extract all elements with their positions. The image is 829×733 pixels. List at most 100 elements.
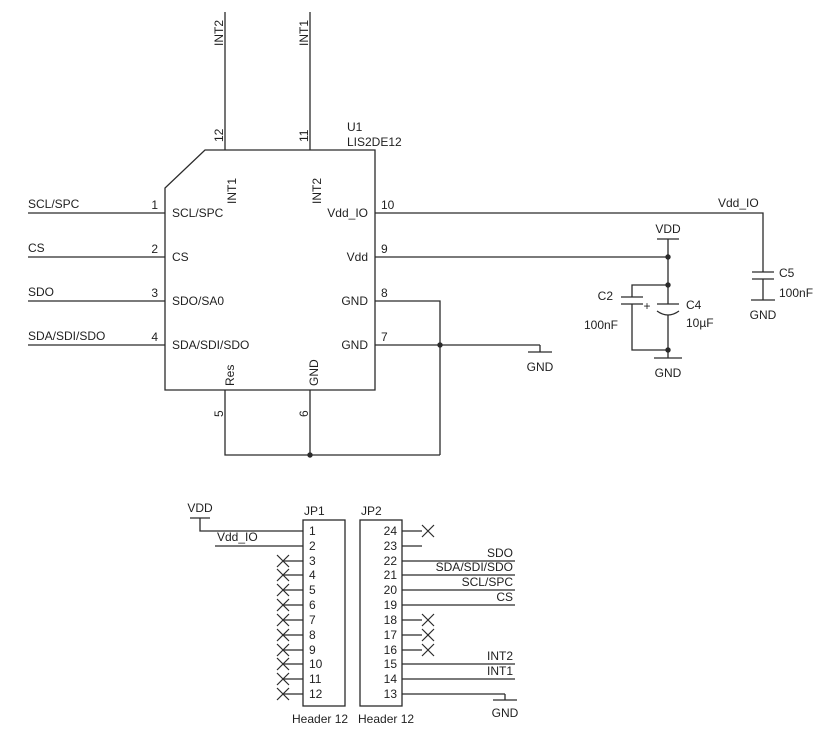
net-label-int1-top: INT1 (297, 20, 311, 46)
c2-plates (621, 296, 643, 305)
capacitor-c4: + C4 10µF (643, 298, 713, 330)
jp1-refdes: JP1 (304, 504, 325, 518)
gnd-label: GND (527, 360, 554, 374)
jp2-pin-17: 17 (384, 628, 398, 642)
pin-name-gnd6: GND (307, 359, 321, 386)
vdd-label: VDD (655, 222, 681, 236)
net-label-vddio-right: Vdd_IO (718, 196, 759, 210)
junction-dot (437, 342, 443, 348)
left-net-labels: SCL/SPC CS SDO SDA/SDI/SDO (28, 197, 105, 343)
jp2-pin-13: 13 (384, 687, 398, 701)
junction-dot (307, 452, 313, 458)
net-label-sdo-jp2: SDO (487, 546, 513, 560)
jp1-pin-4: 4 (309, 568, 316, 582)
jp1-pin-11: 11 (309, 672, 322, 686)
jp2-pin-21: 21 (384, 568, 398, 582)
pin-num-11: 11 (297, 129, 311, 142)
jp2-pin-16: 16 (384, 643, 398, 657)
jp2-pin-20: 20 (384, 583, 398, 597)
jp1-pin-7: 7 (309, 613, 316, 627)
c2-refdes: C2 (598, 289, 614, 303)
net-label-cs: CS (28, 241, 45, 255)
wires (28, 12, 764, 700)
pin-num-6: 6 (297, 410, 311, 417)
jp1-pin-8: 8 (309, 628, 316, 642)
no-connect-x-jp1 (276, 554, 290, 701)
junction-dots (307, 254, 671, 458)
net-label-int1-jp2: INT1 (487, 664, 513, 678)
jp2-refdes: JP2 (361, 504, 382, 518)
net-label-sclspc: SCL/SPC (28, 197, 80, 211)
pin-num-2: 2 (151, 242, 158, 256)
jp2-pin-22: 22 (384, 554, 398, 568)
ic-body (164, 149, 376, 391)
jp1-pin-5: 5 (309, 583, 316, 597)
capacitor-c2: C2 100nF (584, 289, 643, 332)
jp1-pin-10: 10 (309, 657, 323, 671)
jp1-pin-9: 9 (309, 643, 316, 657)
pin-num-10: 10 (381, 198, 395, 212)
gnd-symbol-pin7: GND (527, 351, 554, 374)
header-jp1: JP1 1 2 3 4 5 6 7 8 9 10 11 12 Header 12 (292, 504, 348, 726)
ic-part-number: LIS2DE12 (347, 135, 402, 149)
ic-refdes: U1 (347, 120, 363, 134)
c4-refdes: C4 (686, 298, 702, 312)
net-label-vddio-jp1: Vdd_IO (217, 530, 258, 544)
gnd-label: GND (750, 308, 777, 322)
pin-name-sdasdisdo: SDA/SDI/SDO (172, 338, 249, 352)
vdd-symbol-jp1: VDD (187, 501, 213, 519)
jp2-pin-24: 24 (384, 524, 398, 538)
jp2-pin-14: 14 (384, 672, 398, 686)
jp1-pin-12: 12 (309, 687, 323, 701)
jp1-pin-1: 1 (309, 524, 316, 538)
pin-num-12: 12 (212, 128, 226, 142)
jp2-body (359, 519, 403, 707)
jp2-net-labels: SDO SDA/SDI/SDO SCL/SPC CS INT2 INT1 (436, 546, 514, 678)
junction-dot (665, 282, 671, 288)
top-net-labels: INT2 INT1 (212, 20, 311, 46)
c4-plus-sign: + (643, 299, 650, 313)
gnd-symbol-jp2: GND (492, 699, 519, 720)
pin-name-res: Res (223, 365, 237, 386)
jp2-pin-15: 15 (384, 657, 398, 671)
c5-refdes: C5 (779, 266, 795, 280)
pin-num-7: 7 (381, 330, 388, 344)
jp1-pin-2: 2 (309, 539, 316, 553)
net-label-cs-jp2: CS (496, 590, 513, 604)
pin-num-1: 1 (151, 198, 158, 212)
pin-name-gnd8: GND (341, 294, 368, 308)
pin-num-4: 4 (151, 330, 158, 344)
junction-dot (665, 347, 671, 353)
pin-name-int1: INT1 (225, 178, 239, 204)
pin-name-vddio: Vdd_IO (327, 206, 368, 220)
header-jp2: JP2 24 23 22 21 20 19 18 17 16 15 14 13 … (358, 504, 414, 726)
net-label-int2-jp2: INT2 (487, 649, 513, 663)
vdd-label: VDD (187, 501, 213, 515)
pin-name-gnd7: GND (341, 338, 368, 352)
jp2-type: Header 12 (358, 712, 414, 726)
pin-name-sclspc: SCL/SPC (172, 206, 224, 220)
net-label-sdasdisdo: SDA/SDI/SDO (28, 329, 105, 343)
pin-name-vdd: Vdd (347, 250, 368, 264)
c5-value: 100nF (779, 286, 813, 300)
pin-name-cs: CS (172, 250, 189, 264)
pin-name-int2: INT2 (310, 178, 324, 204)
vdd-symbol-main: VDD (655, 222, 681, 240)
jp2-pin-19: 19 (384, 598, 398, 612)
net-label-sdo: SDO (28, 285, 54, 299)
gnd-symbol-c5: GND (750, 299, 777, 322)
jp1-pin-3: 3 (309, 554, 316, 568)
junction-dot (665, 254, 671, 260)
c2-value: 100nF (584, 318, 618, 332)
net-label-sda-jp2: SDA/SDI/SDO (436, 560, 513, 574)
jp2-pin-18: 18 (384, 613, 398, 627)
gnd-label: GND (492, 706, 519, 720)
net-label-int2-top: INT2 (212, 20, 226, 46)
gnd-label: GND (655, 366, 682, 380)
pin-num-8: 8 (381, 286, 388, 300)
jp1-type: Header 12 (292, 712, 348, 726)
pin-num-5: 5 (212, 410, 226, 417)
pin-name-sdosa0: SDO/SA0 (172, 294, 224, 308)
